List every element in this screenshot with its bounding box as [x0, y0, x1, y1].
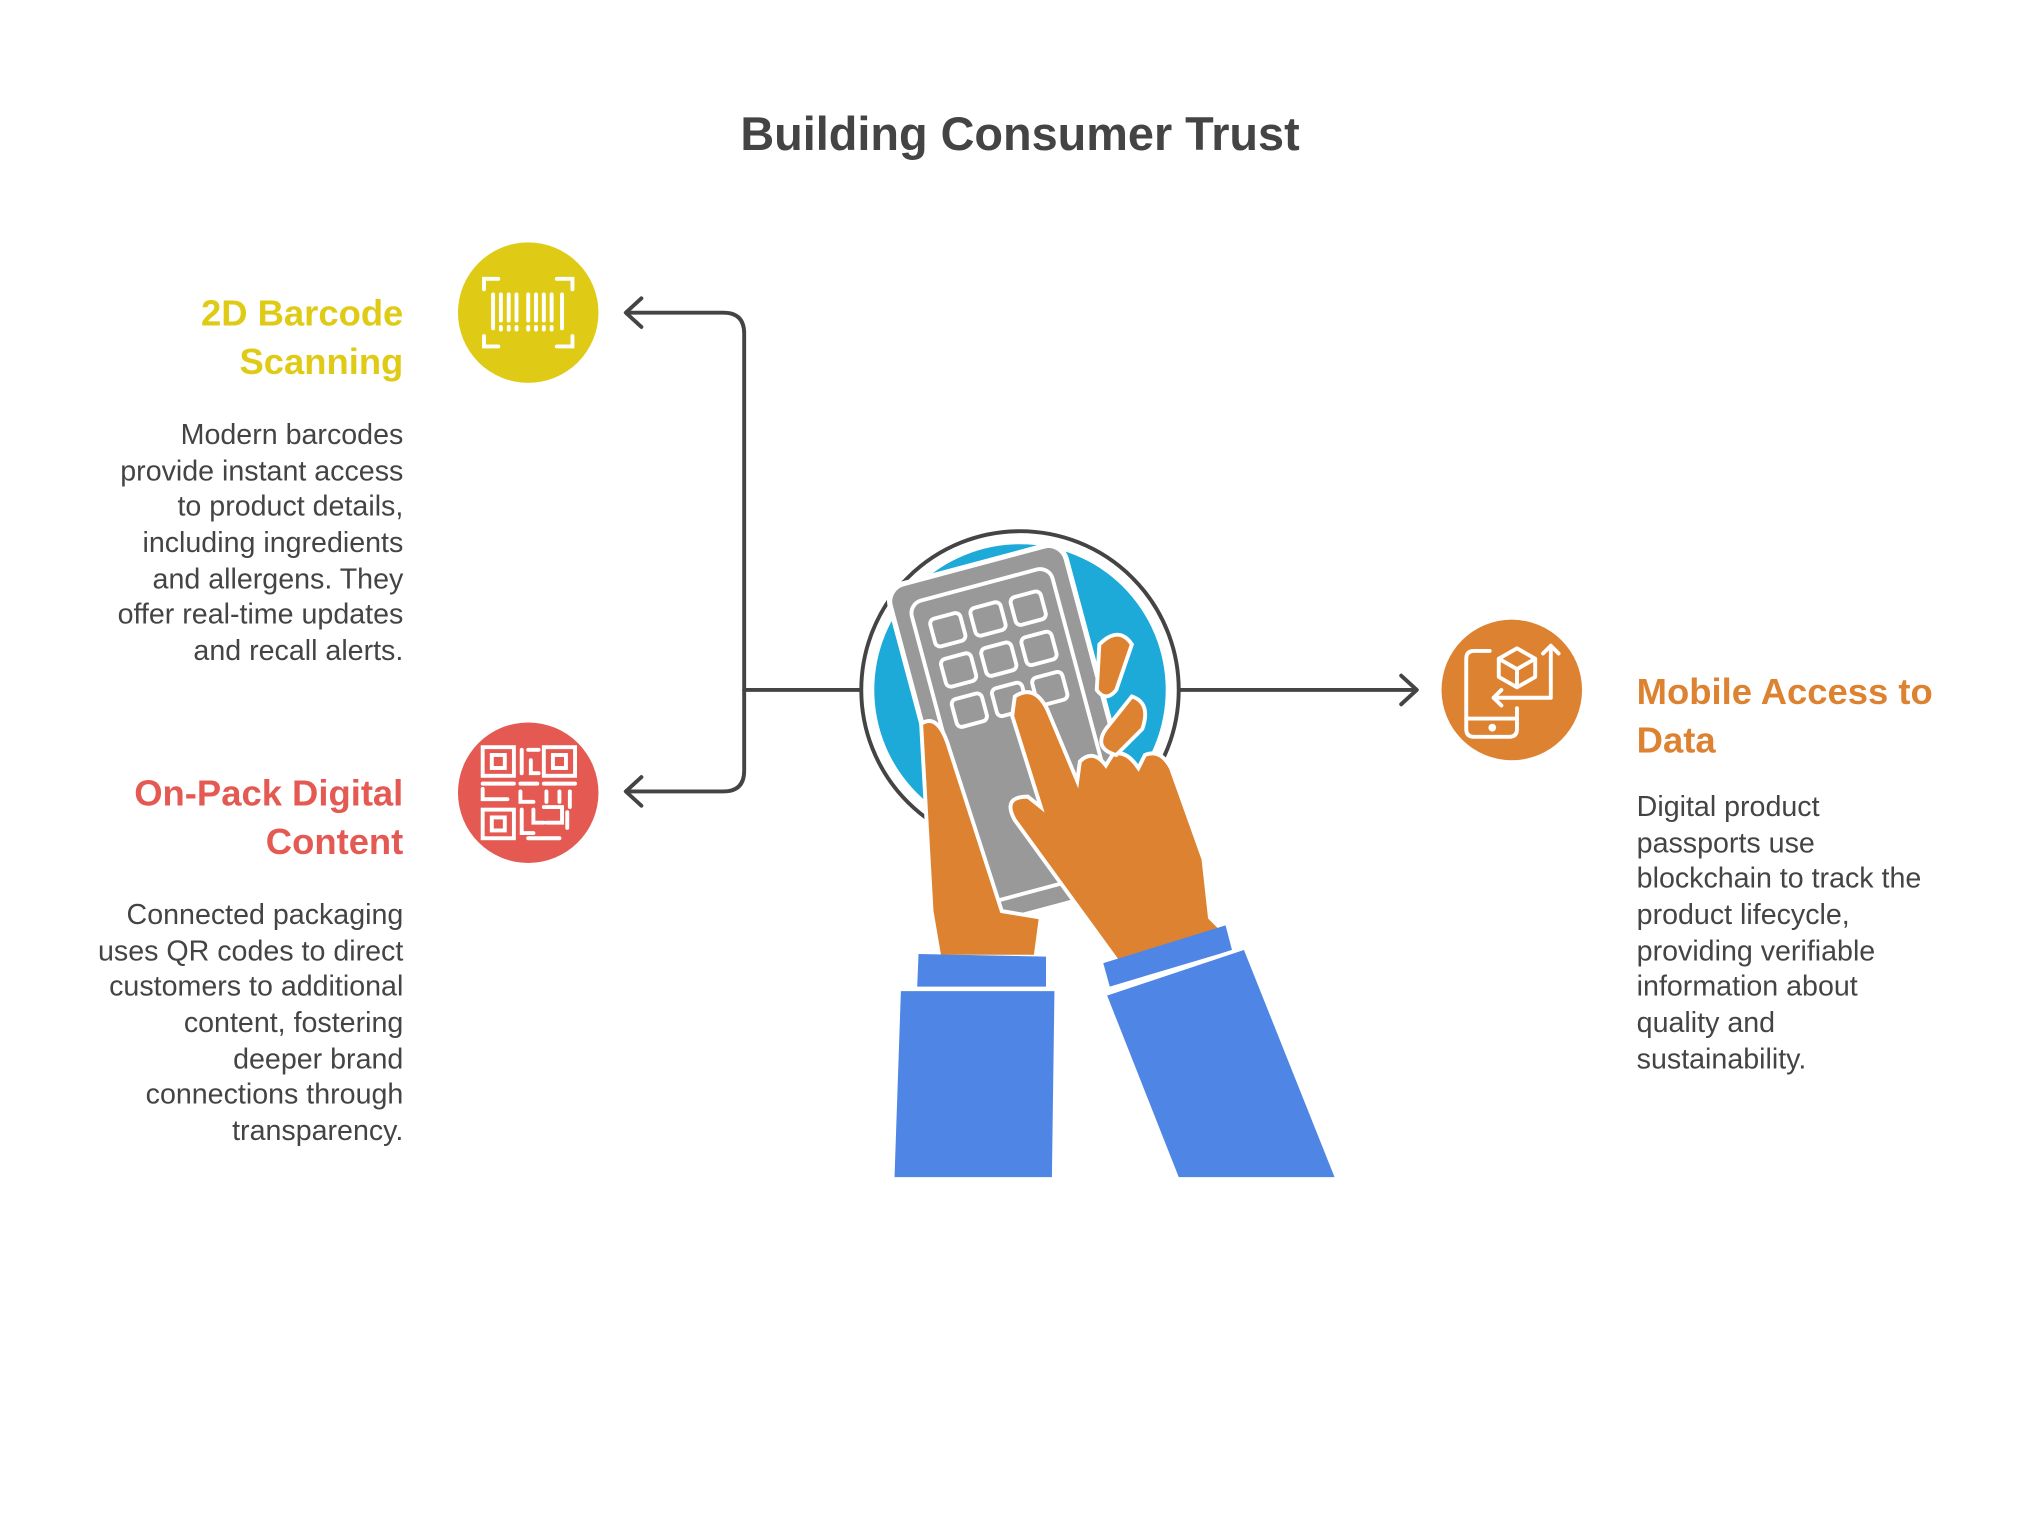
body-line: uses QR codes to direct: [98, 936, 403, 968]
body-line: connections through: [146, 1079, 404, 1111]
barcode-scan-icon: [457, 242, 599, 383]
body-line: Digital product: [1637, 791, 1820, 823]
heading-line: Mobile Access to: [1637, 671, 1933, 712]
body-line: Modern barcodes: [181, 419, 404, 451]
heading-line: 2D Barcode: [201, 293, 403, 334]
body-line: blockchain to track the: [1637, 863, 1922, 895]
body-line: sustainability.: [1637, 1044, 1807, 1076]
body-line: customers to additional: [109, 971, 403, 1003]
heading-line: Data: [1637, 719, 1717, 760]
body-line: providing verifiable: [1637, 936, 1876, 968]
mobile-description: Digital product passports use blockchain…: [1637, 791, 1922, 1075]
barcode-heading: 2D Barcode Scanning: [201, 293, 403, 382]
qr-heading: On-Pack Digital Content: [134, 773, 403, 862]
qr-description: Connected packaging uses QR codes to dir…: [98, 899, 403, 1147]
page-title: Building Consumer Trust: [740, 108, 1300, 160]
connectors: [623, 296, 1419, 808]
body-line: and allergens. They: [153, 563, 404, 595]
body-line: offer real-time updates: [118, 599, 404, 631]
left-bracket-connector: [625, 310, 747, 794]
arrow-head-mobile: [1399, 673, 1419, 707]
body-line: provide instant access: [120, 455, 403, 487]
body-line: and recall alerts.: [193, 635, 403, 667]
body-line: content, fostering: [184, 1007, 403, 1039]
body-line: Connected packaging: [127, 899, 404, 931]
body-line: product lifecycle,: [1637, 899, 1850, 931]
body-line: information about: [1637, 971, 1858, 1003]
body-line: passports use: [1637, 828, 1815, 860]
mobile-heading: Mobile Access to Data: [1637, 671, 1933, 760]
body-line: deeper brand: [233, 1044, 403, 1076]
qr-code-icon: [457, 722, 599, 863]
barcode-description: Modern barcodes provide instant access t…: [118, 419, 404, 667]
arrow-head-barcode: [623, 296, 644, 329]
body-line: to product details,: [177, 491, 403, 523]
heading-line: On-Pack Digital: [134, 773, 403, 814]
body-line: transparency.: [232, 1115, 403, 1147]
heading-line: Scanning: [239, 341, 403, 382]
body-line: including ingredients: [142, 527, 403, 559]
hands-phone-illustration: [859, 529, 1341, 1182]
arrow-head-qr: [623, 775, 644, 808]
mobile-package-icon: [1441, 619, 1583, 761]
heading-line: Content: [266, 821, 404, 862]
body-line: quality and: [1637, 1007, 1775, 1039]
